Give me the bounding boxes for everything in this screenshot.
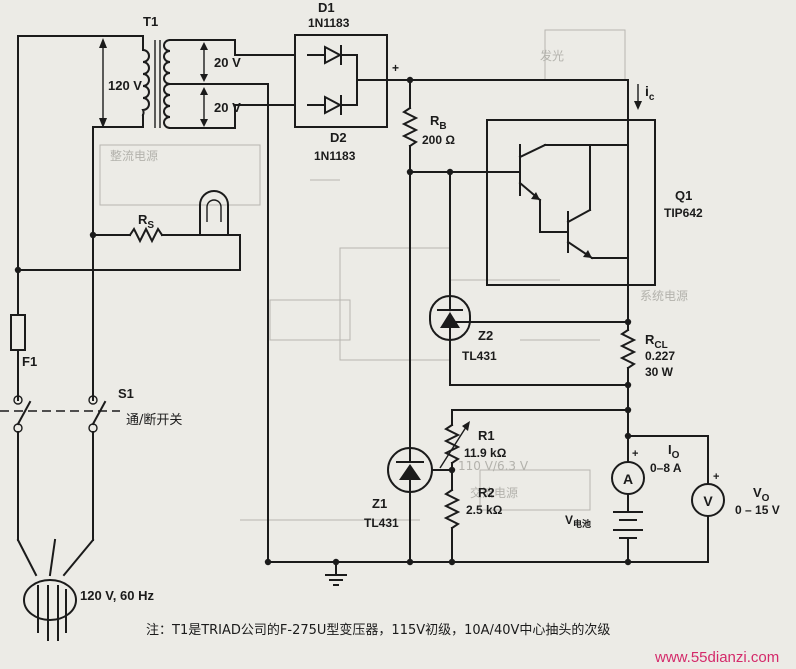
label-z2-part: TL431 [462, 349, 497, 363]
label-vbat: V电池 [565, 513, 591, 530]
label-io-range: 0–8 A [650, 461, 682, 475]
footnote: 注：T1是TRIAD公司的F-275U型变压器，115V初级，10A/40V中心… [146, 622, 610, 638]
ammeter-label: A [623, 471, 633, 487]
label-f1: F1 [22, 354, 37, 369]
svg-text:整流电源: 整流电源 [110, 148, 158, 163]
label-d1-part: 1N1183 [308, 16, 350, 30]
label-r2-ref: R2 [478, 485, 495, 500]
label-rcl-power: 30 W [645, 365, 674, 379]
label-d2-ref: D2 [330, 130, 347, 145]
voltmeter-plus: + [713, 471, 719, 483]
label-primary-voltage: 120 V [108, 78, 142, 93]
label-q1-part: TIP642 [664, 206, 703, 220]
label-q1-ref: Q1 [675, 188, 692, 203]
tl431-z1 [387, 447, 433, 493]
label-rs: RS [138, 212, 154, 231]
label-ic: ic [645, 83, 655, 103]
label-plus-sign: + [392, 61, 399, 75]
label-rb: RB [430, 113, 447, 132]
label-z1-ref: Z1 [372, 496, 387, 511]
svg-text:交流电源: 交流电源 [470, 485, 518, 500]
ammeter: A [611, 461, 645, 495]
label-sec-top-voltage: 20 V [214, 55, 241, 70]
label-rb-value: 200 Ω [422, 133, 455, 147]
label-s1: S1 [118, 386, 134, 401]
label-r2-value: 2.5 kΩ [466, 503, 503, 517]
label-r1-ref: R1 [478, 428, 495, 443]
svg-text:发光: 发光 [540, 48, 564, 63]
watermark: www.55dianzi.com [654, 649, 779, 666]
switch-s1[interactable] [0, 395, 120, 433]
label-vo-range: 0 – 15 V [735, 503, 780, 517]
tl431-z2 [429, 295, 471, 341]
junction-dots [14, 76, 632, 566]
voltmeter-label: V [703, 493, 713, 509]
ammeter-plus: + [632, 448, 638, 460]
label-r1-value: 11.9 kΩ [464, 446, 507, 460]
label-z1-part: TL431 [364, 516, 399, 530]
label-d1-ref: D1 [318, 0, 335, 15]
label-switch: 通/断开关 [126, 413, 182, 428]
fuse-f1 [10, 314, 26, 351]
label-io: IO [668, 442, 680, 461]
label-d2-part: 1N1183 [314, 149, 356, 163]
svg-text:系统电源: 系统电源 [640, 289, 688, 303]
label-rcl: RCL [645, 332, 668, 351]
label-vo: VO [753, 485, 770, 504]
label-mains: 120 V, 60 Hz [80, 588, 154, 603]
mains-plug [16, 527, 95, 641]
label-sec-bottom-voltage: 20 V [214, 100, 241, 115]
wiring [17, 34, 709, 586]
bleed-through: 110 V/6.3 V 交流电源 发光 系统电源 整流电源 [99, 29, 688, 521]
transformer-t1 [141, 38, 172, 130]
label-t1: T1 [143, 14, 158, 29]
label-rcl-value: 0.227 [645, 349, 675, 363]
label-z2-ref: Z2 [478, 328, 493, 343]
svg-text:110 V/6.3 V: 110 V/6.3 V [458, 459, 529, 473]
voltmeter: V [691, 483, 725, 517]
